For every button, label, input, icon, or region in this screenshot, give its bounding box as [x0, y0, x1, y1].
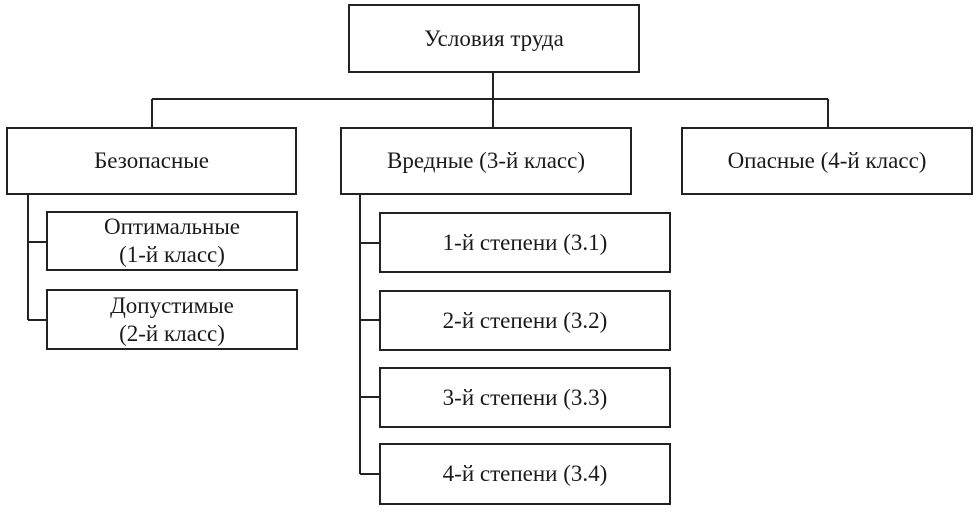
safe-box: Безопасные [6, 127, 297, 195]
root-label: Условия труда [424, 25, 564, 51]
degree3-box: 3-й степени (3.3) [379, 367, 671, 428]
degree3-label: 3-й степени (3.3) [442, 384, 608, 410]
acceptable-label-line2: (2-й класс) [119, 320, 225, 346]
degree2-label: 2-й степени (3.2) [442, 307, 608, 333]
optimal-label-line1: Оптимальные [103, 214, 241, 239]
acceptable-label-line1: Допустимые [110, 292, 234, 318]
degree4-box: 4-й степени (3.4) [379, 443, 671, 505]
degree2-box: 2-й степени (3.2) [379, 290, 671, 351]
optimal-box: Оптимальные (1-й класс) [46, 211, 298, 271]
safe-label: Безопасные [94, 148, 209, 173]
degree4-label: 4-й степени (3.4) [442, 461, 608, 486]
optimal-label-line2: (1-й класс) [119, 242, 225, 267]
harmful-label: Вредные (3-й класс) [387, 148, 585, 173]
acceptable-box: Допустимые (2-й класс) [46, 289, 298, 350]
dangerous-label: Опасные (4-й класс) [727, 148, 927, 173]
root-box: Условия труда [348, 4, 640, 73]
dangerous-box: Опасные (4-й класс) [681, 127, 973, 195]
degree1-label: 1-й степени (3.1) [442, 229, 608, 255]
harmful-box: Вредные (3-й класс) [340, 127, 632, 195]
degree1-box: 1-й степени (3.1) [379, 212, 671, 273]
